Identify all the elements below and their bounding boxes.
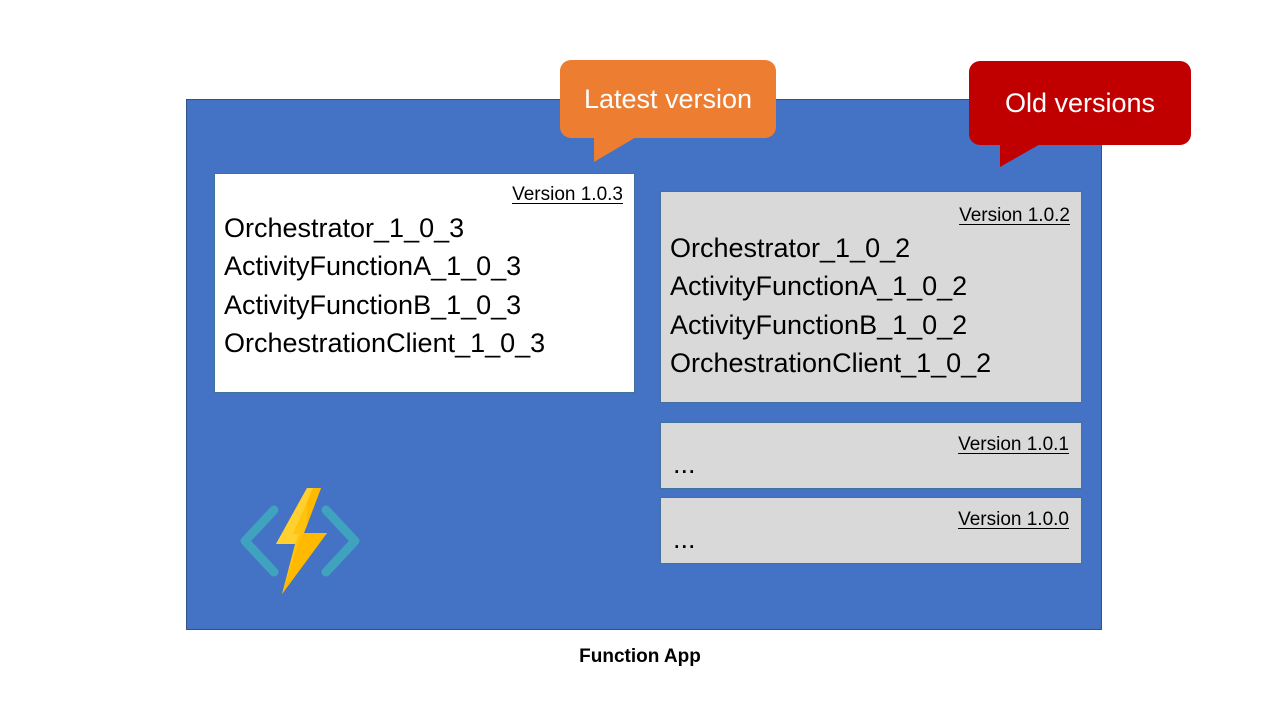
version-card-1-0-2[interactable]: Version 1.0.2 Orchestrator_1_0_2 Activit… [660, 191, 1082, 403]
page-caption: Function App [579, 646, 701, 667]
version-label-1-0-2: Version 1.0.2 [959, 205, 1070, 226]
version-card-1-0-3[interactable]: Version 1.0.3 Orchestrator_1_0_3 Activit… [214, 173, 635, 393]
callout-old-versions[interactable]: Old versions [969, 61, 1191, 145]
callout-old-label: Old versions [1004, 87, 1156, 118]
callout-latest-label: Latest version [583, 83, 753, 114]
version-card-1-0-1[interactable]: Version 1.0.1 ... [660, 422, 1082, 489]
function-item: Orchestrator_1_0_3 [224, 213, 465, 243]
version-label-1-0-0: Version 1.0.0 [958, 509, 1069, 530]
callout-latest-tail [594, 136, 638, 162]
callout-old-tail [1000, 143, 1042, 167]
version-card-1-0-0[interactable]: Version 1.0.0 ... [660, 497, 1082, 564]
function-item: Orchestrator_1_0_2 [670, 233, 911, 263]
version-label-1-0-1: Version 1.0.1 [958, 434, 1069, 455]
callout-latest-version[interactable]: Latest version [560, 60, 776, 138]
ellipsis-1-0-1: ... [673, 449, 696, 479]
function-item: ActivityFunctionB_1_0_3 [224, 289, 522, 320]
function-app-container: Version 1.0.3 Orchestrator_1_0_3 Activit… [186, 99, 1102, 630]
function-item: ActivityFunctionA_1_0_2 [670, 271, 968, 302]
function-item: OrchestrationClient_1_0_3 [224, 327, 546, 358]
function-item: ActivityFunctionA_1_0_3 [224, 251, 522, 282]
azure-functions-logo-icon [235, 486, 365, 596]
version-label-1-0-3: Version 1.0.3 [512, 184, 623, 205]
ellipsis-1-0-0: ... [673, 524, 696, 554]
function-item: ActivityFunctionB_1_0_2 [670, 309, 968, 340]
function-item: OrchestrationClient_1_0_2 [670, 347, 992, 378]
function-list-1-0-3: Orchestrator_1_0_3 ActivityFunctionA_1_0… [224, 209, 545, 362]
function-list-1-0-2: Orchestrator_1_0_2 ActivityFunctionA_1_0… [670, 229, 991, 382]
